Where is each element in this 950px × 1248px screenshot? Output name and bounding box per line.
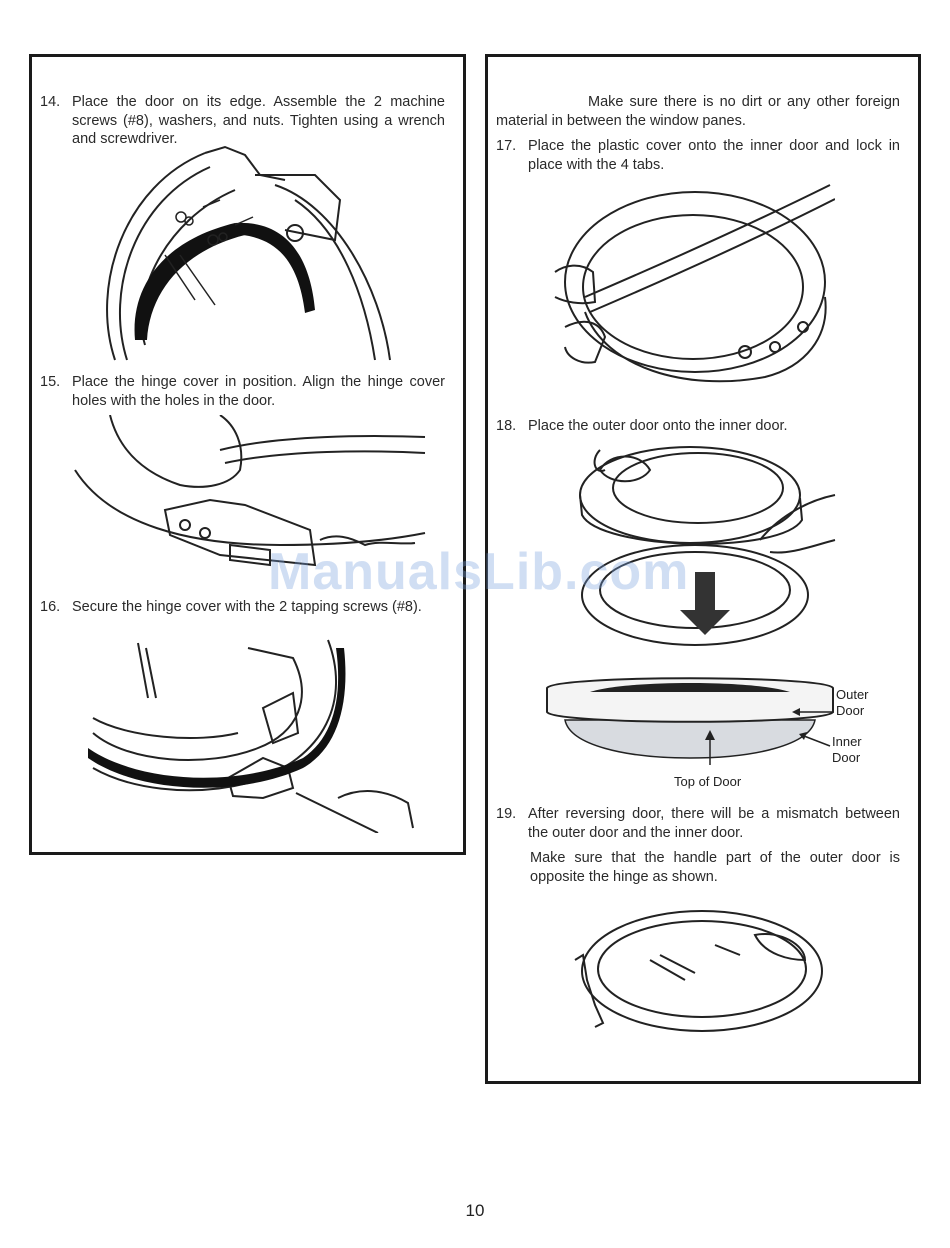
step-19-number: 19. (496, 806, 517, 822)
step-14-text: Place the door on its edge. Assemble the… (72, 94, 445, 147)
step-15-number: 15. (40, 374, 61, 390)
illustration-hinge-cover-placement (74, 415, 426, 567)
step-19-text: After reversing door, there will be a mi… (528, 806, 900, 841)
illustration-door-stack-cross-section (546, 677, 834, 765)
step-17-text: Place the plastic cover onto the inner d… (528, 138, 900, 173)
illustration-hinge-cover-screws (88, 639, 414, 833)
top-of-door-label: Top of Door (674, 774, 742, 789)
step-15-text: Place the hinge cover in position. Align… (72, 374, 445, 409)
illustration-outer-door-onto-inner (579, 446, 836, 646)
illustration-door-edge-screws (106, 145, 391, 361)
outer-inner-door-pointer-arrows (792, 708, 834, 747)
step-15: 15. Place the hinge cover in position. A… (40, 373, 445, 411)
left-instruction-panel (29, 54, 466, 855)
illustration-reversed-door (574, 910, 823, 1032)
step-17-number: 17. (496, 138, 517, 154)
watermark: ManualsLib.com (268, 543, 690, 601)
outer-door-label: Outer Door (836, 687, 869, 718)
step-16-number: 16. (40, 599, 61, 615)
window-pane-note: Make sure there is no dirt or any other … (496, 94, 900, 129)
step-17: 17. Place the plastic cover onto the inn… (496, 137, 900, 175)
step-18-text: Place the outer door onto the inner door… (528, 418, 788, 434)
illustration-plastic-cover-inner-door (554, 184, 835, 383)
page-number: 10 (465, 1201, 485, 1220)
step-16: 16. Secure the hinge cover with the 2 ta… (40, 598, 445, 618)
step-14: 14. Place the door on its edge. Assemble… (40, 93, 445, 149)
step-16-text: Secure the hinge cover with the 2 tappin… (72, 599, 422, 615)
right-instruction-panel (485, 54, 921, 1084)
step-19-note: Make sure that the handle part of the ou… (530, 850, 900, 885)
inner-door-label: Inner Door (832, 734, 862, 765)
step-14-number: 14. (40, 94, 61, 110)
step-18: 18. Place the outer door onto the inner … (496, 417, 900, 437)
step-18-number: 18. (496, 418, 517, 434)
step-19: 19. After reversing door, there will be … (496, 805, 900, 843)
